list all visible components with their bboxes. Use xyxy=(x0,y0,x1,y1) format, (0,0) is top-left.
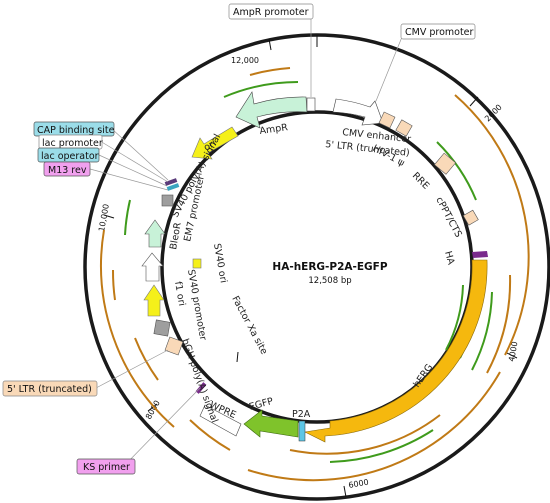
cmv-promoter-callout xyxy=(400,23,476,40)
orf-arc xyxy=(445,284,464,351)
tick-marks xyxy=(103,35,518,498)
sv40-ori-label: SV40 ori xyxy=(211,243,229,284)
ampr-promoter-callout-text: AmpR promoter xyxy=(233,7,309,18)
lac-operator-callout-text: lac operator xyxy=(41,151,99,162)
sv40-promoter-feature xyxy=(141,252,164,282)
bleor-label: BleoR xyxy=(168,221,184,250)
orf-arc xyxy=(289,414,441,455)
egfp-feature xyxy=(243,409,299,438)
sv40-ori-feature xyxy=(192,258,202,269)
orf-arc xyxy=(223,81,299,98)
lac-promoter-callout-text: lac promoter xyxy=(42,138,103,149)
orf-arc xyxy=(124,199,131,236)
em7-box xyxy=(161,194,174,207)
cap-site xyxy=(166,183,180,191)
m13-rev-callout-text: M13 rev xyxy=(48,165,87,176)
orf-arc xyxy=(329,429,434,463)
f1-ori-feature xyxy=(143,284,165,317)
orf-arc xyxy=(111,269,116,301)
orf-arc xyxy=(100,229,175,428)
factor-xa-label: Factor Xa site xyxy=(229,294,269,356)
cap-binding-site-callout-text: CAP binding site xyxy=(37,125,115,136)
orf-arc xyxy=(486,274,512,374)
cmv-enhancer-feature xyxy=(332,98,384,126)
ha-label: HA xyxy=(442,250,456,267)
f1-ori-box xyxy=(153,319,171,337)
orf-arcs xyxy=(100,67,530,482)
ha-feature xyxy=(472,251,488,258)
ampr-promoter-callout xyxy=(228,3,314,20)
plasmid-size: 12,508 bp xyxy=(308,276,351,286)
cmv-promoter-callout-text: CMV promoter xyxy=(405,27,474,38)
orf-arc xyxy=(436,141,477,201)
tick-8000: 8000 xyxy=(144,399,162,421)
ks-primer-site xyxy=(195,382,207,394)
f1-ori-label: f1 ori xyxy=(172,281,187,307)
tick-6000: 6000 xyxy=(348,478,370,490)
callouts: AmpR promoter CMV promoter CAP binding s… xyxy=(2,3,476,475)
ori-feature xyxy=(191,126,239,160)
m13-rev-callout xyxy=(43,161,91,177)
p2a-label: P2A xyxy=(292,409,311,420)
ltr-truncated-callout-text: 5' LTR (truncated) xyxy=(7,384,92,395)
rre-label: RRE xyxy=(410,170,431,191)
ltr-truncated-callout xyxy=(2,380,98,397)
ampr-promoter-feature xyxy=(306,97,316,112)
ks-primer-callout xyxy=(76,458,136,475)
factor-xa-site xyxy=(236,351,239,363)
orf-arc xyxy=(247,371,501,482)
orf-arc xyxy=(134,337,159,381)
lac-site xyxy=(164,178,178,186)
wpre-feature xyxy=(199,404,242,437)
ampr-label: AmpR xyxy=(259,122,289,137)
herg-feature xyxy=(304,259,488,443)
bleor-feature xyxy=(144,219,166,248)
plasmid-name: HA-hERG-P2A-EGFP xyxy=(272,261,387,273)
sv40-promoter-label: SV40 promoter xyxy=(185,269,208,342)
orf-arc xyxy=(471,291,493,371)
tick-10000: 10,000 xyxy=(97,203,111,232)
orf-arc xyxy=(189,419,231,451)
orf-arc xyxy=(454,94,530,356)
ks-primer-callout-text: KS primer xyxy=(83,462,130,473)
tick-12000: 12,000 xyxy=(231,56,259,65)
p2a-feature xyxy=(298,420,306,442)
ltr-box xyxy=(378,111,396,129)
cppt-box xyxy=(462,209,479,226)
bgh-box xyxy=(164,336,184,356)
orf-arc xyxy=(249,67,291,76)
ampr-feature xyxy=(235,91,308,129)
ltr-box xyxy=(395,119,413,137)
tick-4000: 4000 xyxy=(507,341,519,363)
rre-box xyxy=(434,152,457,175)
ori-label: ori xyxy=(202,138,218,154)
